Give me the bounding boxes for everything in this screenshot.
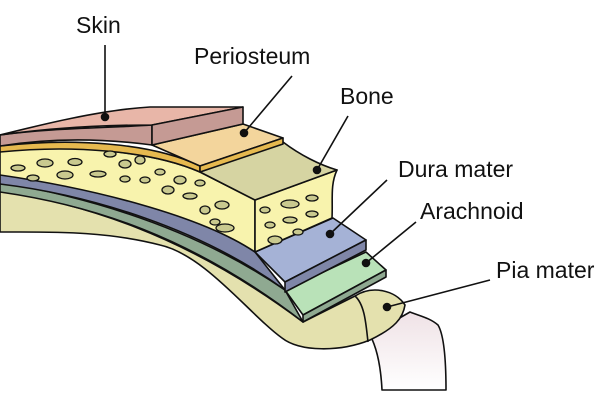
pia-mater-layer — [0, 189, 406, 350]
dura-front — [284, 239, 367, 293]
label-bone: Bone — [340, 83, 394, 109]
label-dura-mater: Dura mater — [398, 156, 514, 182]
label-skin: Skin — [76, 12, 121, 38]
brain-cortex — [369, 311, 447, 391]
skin-front — [151, 106, 244, 146]
bone-cavities — [10, 150, 319, 245]
leader-lines — [100, 45, 491, 312]
bone-top — [199, 141, 338, 201]
arachnoid-front — [302, 269, 387, 323]
periosteum-front — [199, 137, 284, 173]
label-periosteum: Periosteum — [194, 43, 311, 69]
label-pia-mater: Pia mater — [496, 257, 595, 283]
label-arachnoid: Arachnoid — [420, 198, 524, 224]
